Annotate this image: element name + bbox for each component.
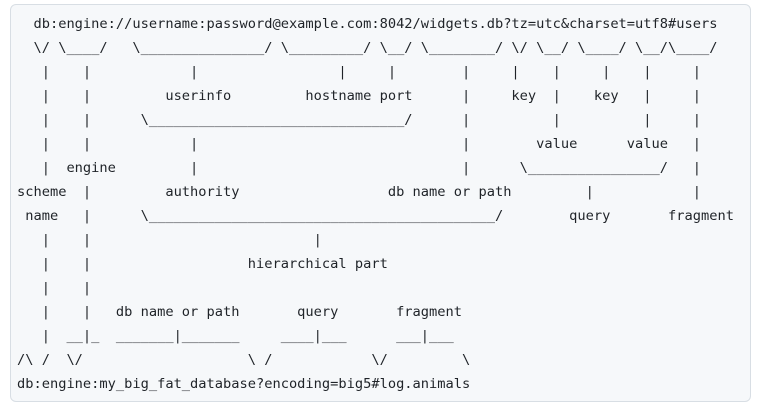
url-structure-ascii-diagram: db:engine://username:password@example.co… bbox=[17, 16, 734, 392]
url-structure-code-block: db:engine://username:password@example.co… bbox=[10, 4, 751, 402]
